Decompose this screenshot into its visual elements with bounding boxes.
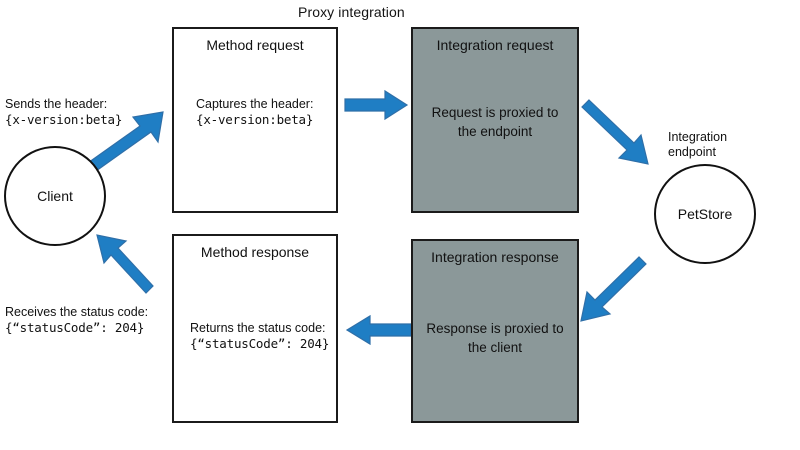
node-integration-request-body-line2: the endpoint [457, 124, 533, 139]
node-integration-response[interactable]: Integration response Response is proxied… [411, 239, 579, 423]
arrow-integration-response-to-method-response [345, 314, 412, 346]
node-method-request-body-line2: {x-version:beta} [196, 112, 314, 127]
node-integration-endpoint-label-line1: Integration [668, 130, 728, 144]
node-integration-response-title: Integration response [431, 249, 559, 265]
node-method-request-body-line1: Captures the header: [196, 97, 314, 111]
node-integration-endpoint-label-line2: endpoint [668, 145, 716, 159]
node-client[interactable]: Client [4, 146, 106, 246]
node-method-response[interactable]: Method response Returns the status code:… [172, 234, 338, 423]
node-integration-endpoint-label: Integration endpoint [668, 130, 727, 160]
node-integration-response-body: Response is proxied to the client [413, 319, 577, 357]
node-integration-request-body: Request is proxied to the endpoint [413, 103, 577, 141]
page-title: Proxy integration [298, 4, 405, 20]
node-integration-endpoint[interactable]: PetStore [654, 164, 756, 264]
node-method-response-body: Returns the status code: {“statusCode”: … [174, 320, 336, 352]
node-client-label: Client [37, 188, 73, 204]
caption-sends-header-line1: Sends the header: [5, 97, 108, 111]
node-method-response-body-line1: Returns the status code: [190, 321, 326, 335]
node-integration-request[interactable]: Integration request Request is proxied t… [411, 27, 579, 213]
node-method-response-title: Method response [200, 244, 310, 260]
node-method-request-title: Method request [206, 37, 304, 53]
caption-receives-status-code: Receives the status code: {“statusCode”:… [5, 304, 148, 336]
caption-sends-header: Sends the header: {x-version:beta} [5, 96, 122, 128]
arrow-integration-request-to-endpoint [581, 99, 649, 165]
node-integration-response-body-line1: Response is proxied to [426, 321, 564, 336]
node-integration-request-title: Integration request [436, 37, 554, 53]
node-integration-endpoint-name: PetStore [677, 206, 733, 222]
arrow-method-response-to-client [96, 234, 154, 294]
arrow-endpoint-to-integration-response [580, 256, 647, 322]
caption-receives-status-code-line2: {“statusCode”: 204} [5, 320, 145, 335]
caption-receives-status-code-line1: Receives the status code: [5, 305, 149, 319]
node-method-request[interactable]: Method request Captures the header: {x-v… [172, 27, 338, 213]
caption-sends-header-line2: {x-version:beta} [5, 112, 123, 127]
arrow-method-request-to-integration-request [344, 89, 409, 121]
node-integration-response-body-line2: the client [467, 340, 523, 355]
node-integration-request-body-line1: Request is proxied to [431, 105, 559, 120]
arrow-client-to-method-request [83, 111, 164, 172]
node-method-request-body: Captures the header: {x-version:beta} [174, 96, 336, 128]
node-method-response-body-line2: {“statusCode”: 204} [190, 336, 330, 351]
